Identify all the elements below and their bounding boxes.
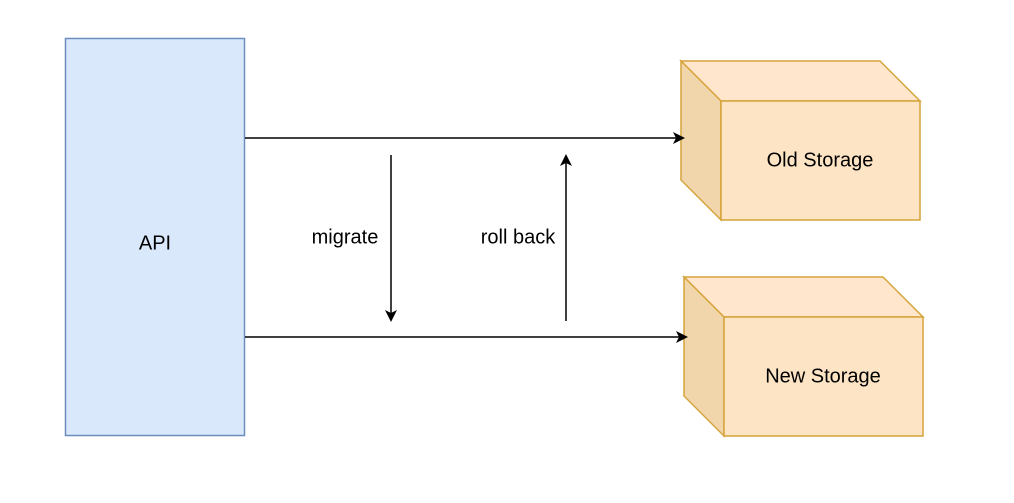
new-storage-node: New Storage <box>682 275 925 438</box>
old-storage-node: Old Storage <box>679 59 922 222</box>
api-node: API <box>64 37 246 437</box>
new-storage-top-face <box>682 276 925 318</box>
roll-back-label: roll back <box>481 226 556 248</box>
old-storage-front-face <box>720 100 921 221</box>
new-storage-front-face <box>723 316 924 437</box>
api-label: API <box>139 232 171 254</box>
old-storage-top-face <box>679 60 922 102</box>
new-storage-label: New Storage <box>765 365 881 387</box>
api-box <box>64 37 246 437</box>
migrate-label: migrate <box>312 226 379 248</box>
old-storage-label: Old Storage <box>767 149 874 171</box>
